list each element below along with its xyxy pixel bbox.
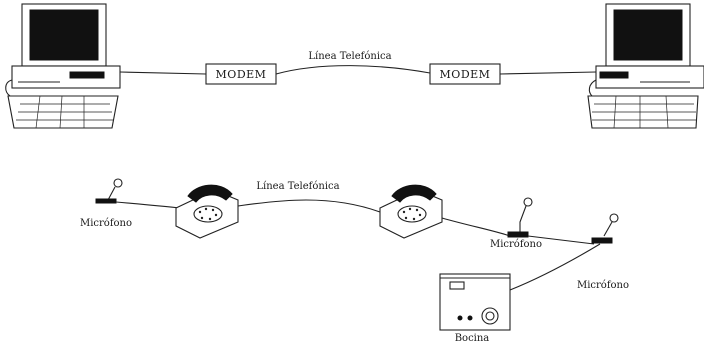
- microphone-middle-label: Micrófono: [490, 239, 542, 250]
- speaker-label: Bocina: [455, 333, 490, 344]
- telephone-line-bottom: [237, 199, 381, 213]
- microphone-right-icon: [591, 213, 619, 244]
- speaker-icon: [439, 273, 511, 331]
- cable-left-to-modem: [119, 71, 207, 75]
- cable-mic-right-to-speaker: [509, 243, 601, 291]
- computer-right-icon: [587, 3, 704, 129]
- cable-modem-to-right: [499, 71, 597, 75]
- computer-left-icon: [5, 3, 121, 129]
- microphone-left-label: Micrófono: [80, 218, 132, 229]
- modem-right: MODEM: [429, 63, 501, 85]
- cable-phone-to-mic-middle: [441, 217, 511, 237]
- telephone-line-label-top: Línea Telefónica: [308, 51, 391, 62]
- modem-left-label: MODEM: [216, 68, 267, 81]
- cable-mic-to-phone-left: [115, 201, 181, 209]
- microphone-middle-icon: [507, 197, 533, 238]
- microphone-left-icon: [95, 178, 123, 204]
- telephone-line-top: [275, 65, 431, 75]
- telephone-right-icon: [379, 184, 443, 239]
- modem-left: MODEM: [205, 63, 277, 85]
- telephone-line-label-bottom: Línea Telefónica: [256, 181, 339, 192]
- cable-mic-middle-to-right: [527, 235, 595, 245]
- microphone-right-label: Micrófono: [577, 280, 629, 291]
- modem-right-label: MODEM: [440, 68, 491, 81]
- telephone-left-icon: [175, 184, 239, 239]
